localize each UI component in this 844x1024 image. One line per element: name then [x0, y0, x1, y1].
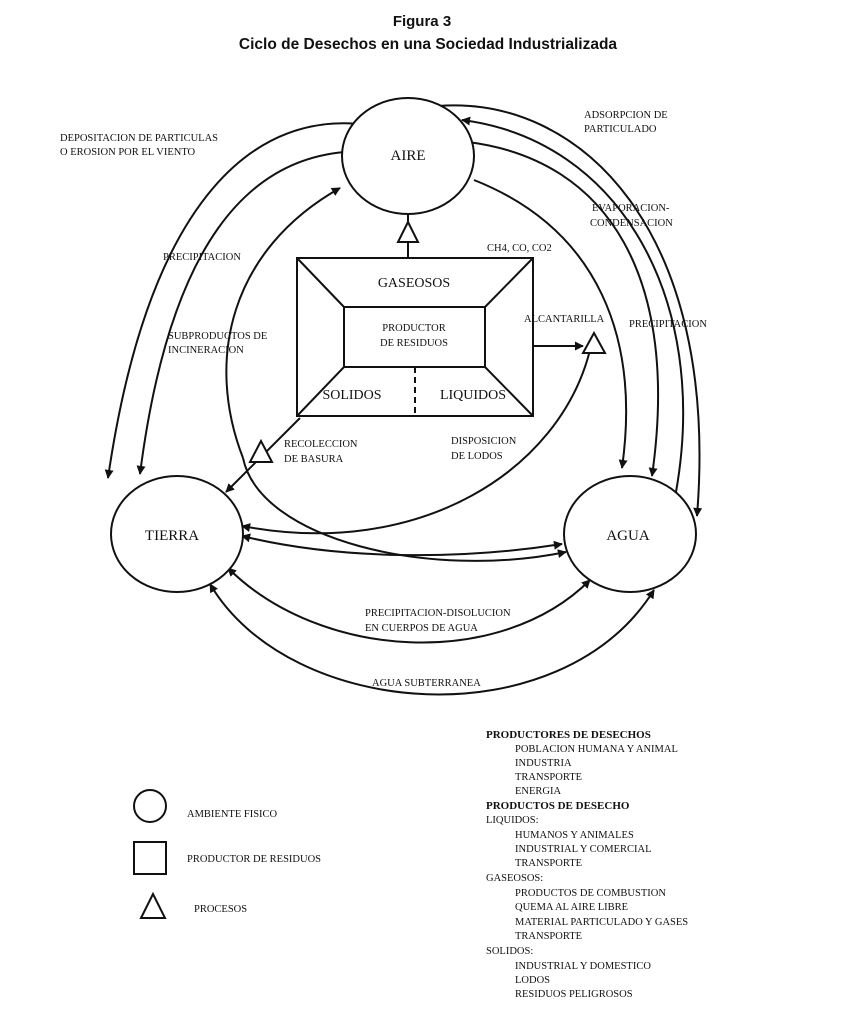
- producer-solidos: SOLIDOS: [322, 388, 381, 403]
- label-incineration-2: INCINERACION: [168, 345, 244, 356]
- label-gases: CH4, CO, CO2: [487, 243, 552, 254]
- legend-triangle-icon: [139, 891, 167, 919]
- arrow-tierra-agua-groundwater: [209, 583, 655, 696]
- producers-heading: PRODUCTORES DE DESECHOS: [486, 729, 651, 741]
- producer-gaseosos: GASEOSOS: [378, 276, 450, 291]
- label-deposition-2: O EROSION POR EL VIENTO: [60, 147, 196, 158]
- legend-square-icon: [133, 841, 167, 875]
- label-dissolution-1: PRECIPITACION-DISOLUCION: [365, 608, 511, 619]
- label-deposition-1: DEPOSITACION DE PARTICULAS: [60, 133, 218, 144]
- label-sludge-2: DE LODOS: [451, 451, 503, 462]
- arrow-sludge-tierra: [241, 349, 591, 535]
- liquids-item: TRANSPORTE: [515, 858, 582, 869]
- label-garbage-2: DE BASURA: [284, 454, 344, 465]
- producer-inner-box: [343, 306, 486, 368]
- label-adsorption-1: ADSORPCION DE: [584, 110, 668, 121]
- gases-item: PRODUCTOS DE COMBUSTION: [515, 888, 666, 899]
- liquids-item: INDUSTRIAL Y COMERCIAL: [515, 844, 652, 855]
- legend-square-label: PRODUCTOR DE RESIDUOS: [187, 854, 321, 865]
- label-garbage-1: RECOLECCION: [284, 439, 358, 450]
- solids-item: LODOS: [515, 975, 550, 986]
- arrow-tierra-agua-dissolution: [227, 567, 591, 644]
- solids-heading: SOLIDOS:: [486, 946, 533, 957]
- agua-circle: [563, 475, 697, 593]
- solids-item: RESIDUOS PELIGROSOS: [515, 989, 633, 1000]
- arrow-aire-tierra-inner: [136, 151, 346, 475]
- label-incineration-1: SUBPRODUCTOS DE: [168, 331, 267, 342]
- solids-item: INDUSTRIAL Y DOMESTICO: [515, 961, 651, 972]
- label-evaporation-1: EVAPORACION-: [592, 203, 670, 214]
- label-sewer: ALCANTARILLA: [524, 314, 605, 325]
- producer-center-line2: DE RESIDUOS: [380, 338, 448, 349]
- legend-circle-label: AMBIENTE FISICO: [187, 809, 278, 820]
- process-triangle-air: [396, 219, 420, 243]
- arrow-aire-agua-outer: [437, 104, 703, 517]
- label-precipitation-right: PRECIPITACION: [629, 319, 707, 330]
- arrow-aire-agua-precipitation: [467, 141, 660, 477]
- gases-item: MATERIAL PARTICULADO Y GASES: [515, 917, 688, 928]
- gases-heading: GASEOSOS:: [486, 873, 543, 884]
- producer-corner-bl: [296, 366, 345, 417]
- producer-corner-tl: [296, 257, 345, 308]
- label-precipitation-left: PRECIPITACION: [163, 252, 241, 263]
- label-sludge-1: DISPOSICION: [451, 436, 517, 447]
- producers-item: TRANSPORTE: [515, 772, 582, 783]
- producers-item: INDUSTRIA: [515, 758, 572, 769]
- producer-corner-tr: [484, 257, 534, 308]
- products-heading: PRODUCTOS DE DESECHO: [486, 800, 630, 812]
- gases-item: TRANSPORTE: [515, 931, 582, 942]
- producers-item: ENERGIA: [515, 786, 561, 797]
- gases-item: QUEMA AL AIRE LIBRE: [515, 902, 628, 913]
- tierra-label: TIERRA: [145, 528, 199, 544]
- liquids-item: HUMANOS Y ANIMALES: [515, 830, 634, 841]
- label-dissolution-2: EN CUERPOS DE AGUA: [365, 623, 478, 634]
- process-triangle-sewer: [581, 330, 607, 354]
- arrow-aire-tierra-outer: [104, 122, 369, 479]
- producers-item: POBLACION HUMANA Y ANIMAL: [515, 744, 678, 755]
- legend-triangle-label: PROCESOS: [194, 904, 247, 915]
- tierra-circle: [110, 475, 244, 593]
- figure-subtitle: Ciclo de Desechos en una Sociedad Indust…: [239, 36, 618, 53]
- figure-title: Figura 3: [393, 13, 451, 30]
- arrow-tierra-agua-direct: [241, 533, 563, 557]
- producer-corner-br: [484, 366, 534, 417]
- label-groundwater: AGUA SUBTERRANEA: [372, 678, 481, 689]
- liquids-heading: LIQUIDOS:: [486, 815, 539, 826]
- agua-label: AGUA: [606, 528, 649, 544]
- producer-liquidos: LIQUIDOS: [440, 388, 506, 403]
- aire-label: AIRE: [391, 148, 426, 164]
- legend-circle-icon: [133, 789, 167, 823]
- arrow-aire-agua-sewer: [473, 179, 628, 469]
- label-evaporation-2: CONDENSACION: [590, 218, 673, 229]
- aire-circle: [341, 97, 475, 215]
- producer-center-line1: PRODUCTOR: [382, 323, 445, 334]
- arrow-agua-aire-evaporation: [461, 116, 685, 493]
- label-adsorption-2: PARTICULADO: [584, 124, 657, 135]
- process-triangle-garbage: [248, 438, 274, 463]
- arrow-incineration-aire: [225, 187, 341, 459]
